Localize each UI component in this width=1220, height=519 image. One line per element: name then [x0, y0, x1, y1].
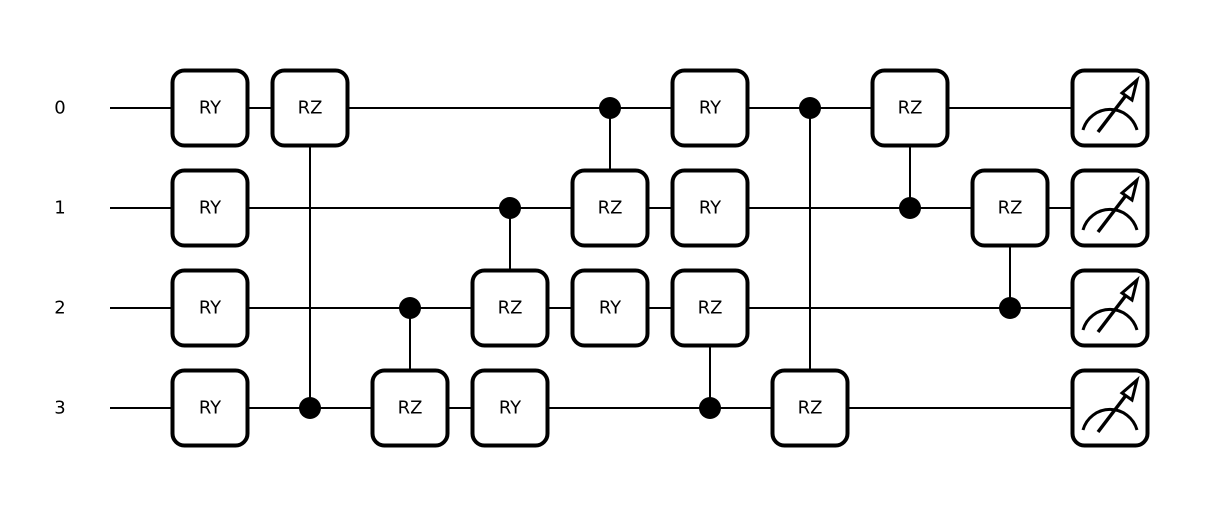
controlled-gate-rz: RZ — [370, 368, 450, 448]
wire-label: 1 — [54, 198, 65, 219]
control-dot-icon — [499, 197, 521, 219]
gate-ry: RY — [670, 68, 750, 148]
meter-needle — [1096, 188, 1132, 234]
gate-box — [270, 68, 350, 148]
gate-label: RY — [599, 298, 622, 319]
wire-label: 0 — [54, 98, 65, 119]
meter-arc — [1081, 307, 1139, 331]
gate-label: RZ — [898, 98, 923, 119]
gate-label: RZ — [298, 98, 323, 119]
meter-icon — [1081, 75, 1140, 134]
gate-label: RZ — [498, 298, 523, 319]
meter-needle — [1096, 388, 1132, 434]
meter-arrowhead — [1119, 275, 1140, 303]
gate-label: RZ — [598, 198, 623, 219]
meter-arrowhead — [1119, 75, 1140, 103]
meter-arrowhead — [1119, 175, 1140, 203]
gate-ry: RY — [670, 168, 750, 248]
meter-icon — [1081, 375, 1140, 434]
control-dot-icon — [799, 97, 821, 119]
control-dot-icon — [999, 297, 1021, 319]
measurement-gate — [1070, 68, 1150, 148]
gate-label: RZ — [798, 398, 823, 419]
measurement-gate — [1070, 268, 1150, 348]
wire-label: 3 — [54, 398, 65, 419]
meter-arrowhead — [1119, 375, 1140, 403]
meter-needle — [1096, 288, 1132, 334]
measurement-gate — [1070, 168, 1150, 248]
meter-arc — [1081, 407, 1139, 431]
controlled-gate-rz: RZ — [770, 368, 850, 448]
gate-ry: RY — [170, 268, 250, 348]
gate-ry: RY — [570, 268, 650, 348]
control-dot-icon — [899, 197, 921, 219]
controlled-gate-rz: RZ — [270, 68, 350, 148]
gate-ry: RY — [170, 168, 250, 248]
measurement-gate — [1070, 368, 1150, 448]
gate-label: RY — [199, 198, 222, 219]
gate-label: RY — [699, 98, 722, 119]
gate-box — [170, 68, 250, 148]
gate-label: RZ — [998, 198, 1023, 219]
gate-ry: RY — [170, 368, 250, 448]
gate-label: RY — [199, 298, 222, 319]
meter-icon — [1081, 275, 1140, 334]
controlled-gate-rz: RZ — [970, 168, 1050, 248]
control-dot-icon — [299, 397, 321, 419]
gate-label: RZ — [398, 398, 423, 419]
gate-box — [670, 168, 750, 248]
gate-box — [170, 168, 250, 248]
gate-box — [770, 368, 850, 448]
gate-box — [570, 268, 650, 348]
control-dot-icon — [399, 297, 421, 319]
gate-box — [670, 68, 750, 148]
controlled-gate-rz: RZ — [870, 68, 950, 148]
gate-box — [470, 268, 550, 348]
operations: RY RY RY RY RZ RZ RZ RY RZ RY RY RY RZ RZ RZ RZ — [170, 68, 1150, 448]
control-dot-icon — [599, 97, 621, 119]
control-lines — [309, 108, 1011, 408]
gate-box — [570, 168, 650, 248]
controlled-gate-rz: RZ — [470, 268, 550, 348]
meter-icon — [1081, 175, 1140, 234]
meter-needle — [1096, 88, 1132, 134]
control-dot-icon — [699, 397, 721, 419]
gate-label: RY — [499, 398, 522, 419]
wire-label: 2 — [54, 298, 65, 319]
gate-label: RY — [199, 98, 222, 119]
controlled-gate-rz: RZ — [570, 168, 650, 248]
gate-label: RZ — [698, 298, 723, 319]
gate-box — [970, 168, 1050, 248]
meter-arc — [1081, 207, 1139, 231]
controlled-gate-rz: RZ — [670, 268, 750, 348]
gate-box — [670, 268, 750, 348]
gate-ry: RY — [170, 68, 250, 148]
gate-ry: RY — [470, 368, 550, 448]
gate-label: RY — [699, 198, 722, 219]
wire-labels: 0 1 2 3 — [54, 98, 65, 419]
gate-label: RY — [199, 398, 222, 419]
gate-box — [370, 368, 450, 448]
gate-box — [470, 368, 550, 448]
gate-box — [170, 268, 250, 348]
gate-box — [170, 368, 250, 448]
meter-arc — [1081, 107, 1139, 131]
gate-box — [870, 68, 950, 148]
